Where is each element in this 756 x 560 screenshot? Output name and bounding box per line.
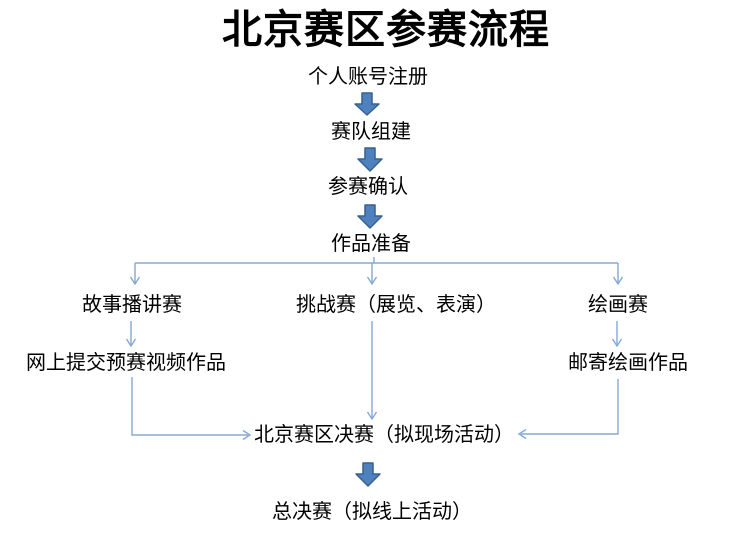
block-arrow-register-team [354,92,380,116]
node-upload: 网上提交预赛视频作品 [26,352,226,374]
connector-story-upload [125,321,137,348]
block-arrow-team-confirm [357,147,383,172]
block-arrow-final-grandfinal [355,462,381,487]
connector-challenge-final [366,321,378,421]
node-team: 赛队组建 [331,121,411,143]
node-confirm: 参赛确认 [328,176,408,198]
node-painting: 绘画赛 [588,294,648,316]
connector-upload-final [131,377,252,441]
block-arrow-confirm-prepare [357,204,383,229]
node-story: 故事播讲赛 [82,294,182,316]
connector-painting-mail [611,321,623,348]
connector-mail-final [517,379,619,440]
connector-prepare-branch [129,257,624,286]
node-mail: 邮寄绘画作品 [568,352,688,374]
node-register: 个人账号注册 [308,66,428,88]
node-prepare: 作品准备 [331,233,411,255]
node-beijing-final: 北京赛区决赛（拟现场活动） [254,424,514,446]
page-title: 北京赛区参赛流程 [222,7,550,52]
node-challenge: 挑战赛（展览、表演） [296,294,496,316]
node-grand-final: 总决赛（拟线上活动） [272,501,472,523]
